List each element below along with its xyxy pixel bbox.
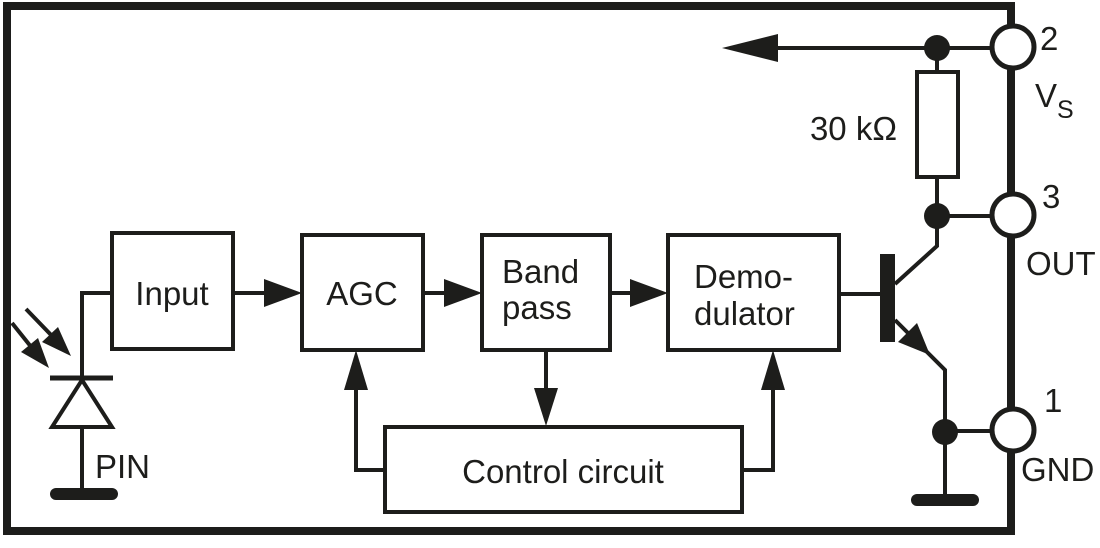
pin-2-name-subscript: S (1057, 96, 1074, 124)
npn-transistor (880, 216, 947, 432)
resistor-body (915, 70, 960, 179)
wire (742, 390, 775, 472)
photodiode-label: PIN (95, 448, 150, 485)
ground-symbol-right (911, 494, 979, 506)
arrowhead-right-icon (264, 279, 302, 307)
pin-1-number: 1 (1044, 382, 1062, 419)
ground-symbol-left (50, 488, 118, 500)
junction-dot-vs (924, 35, 950, 61)
light-ray-2 (10, 321, 34, 350)
arrowhead-left-icon (722, 34, 778, 62)
pin-1-terminal (989, 406, 1037, 454)
light-ray-1-arrowhead (42, 327, 71, 356)
arrow-control-to-agc (344, 350, 385, 472)
block-bandpass-label-line2: pass (502, 289, 572, 326)
arrow-bandpass-to-control (534, 350, 558, 426)
pin-2-number: 2 (1040, 20, 1058, 57)
arrowhead-right-icon (444, 279, 482, 307)
arrowhead-up-icon (344, 350, 368, 390)
arrowhead-up-icon (761, 350, 785, 390)
signal-arrow-agc-to-bandpass (423, 279, 482, 307)
block-agc-label: AGC (326, 275, 398, 312)
block-demodulator-label-line1: Demo- (694, 258, 793, 295)
pin-3-terminal (989, 191, 1037, 239)
junction-dot-emitter (932, 419, 958, 445)
signal-arrow-input-to-agc (233, 279, 302, 307)
emitter-arrowhead-icon (898, 323, 930, 355)
resistor-30k (915, 48, 960, 216)
pin-1-name: GND (1021, 451, 1094, 488)
ic-boundary (3, 2, 1015, 535)
block-bandpass-label-line1: Band (502, 253, 579, 290)
resistor-label: 30 kΩ (810, 110, 897, 147)
wire (354, 388, 385, 472)
light-ray-1 (24, 307, 56, 340)
arrow-control-to-demodulator (742, 350, 785, 472)
junction-dot-collector (924, 203, 950, 229)
block-control-circuit-label: Control circuit (462, 453, 664, 490)
pin-2-name: VS (1035, 77, 1074, 124)
pin-2-terminal (989, 23, 1037, 71)
photodiode (48, 291, 118, 500)
block-control-circuit (383, 425, 744, 514)
block-input-label: Input (135, 275, 208, 312)
arrowhead-down-icon (534, 388, 558, 426)
pin-2-name-main: V (1035, 77, 1057, 114)
block-demodulator (666, 233, 841, 352)
supply-line-arrow (722, 34, 993, 62)
signal-arrow-bandpass-to-demodulator (610, 279, 668, 307)
light-ray-2-arrowhead (21, 338, 49, 368)
transistor-base-bar (880, 254, 895, 342)
block-demodulator-label-line2: dulator (694, 295, 795, 332)
pin-3-name: OUT (1026, 245, 1096, 282)
pin-3-number: 3 (1042, 178, 1060, 215)
light-rays-icon (10, 307, 71, 368)
diode-triangle (48, 376, 116, 429)
arrowhead-right-icon (630, 279, 668, 307)
